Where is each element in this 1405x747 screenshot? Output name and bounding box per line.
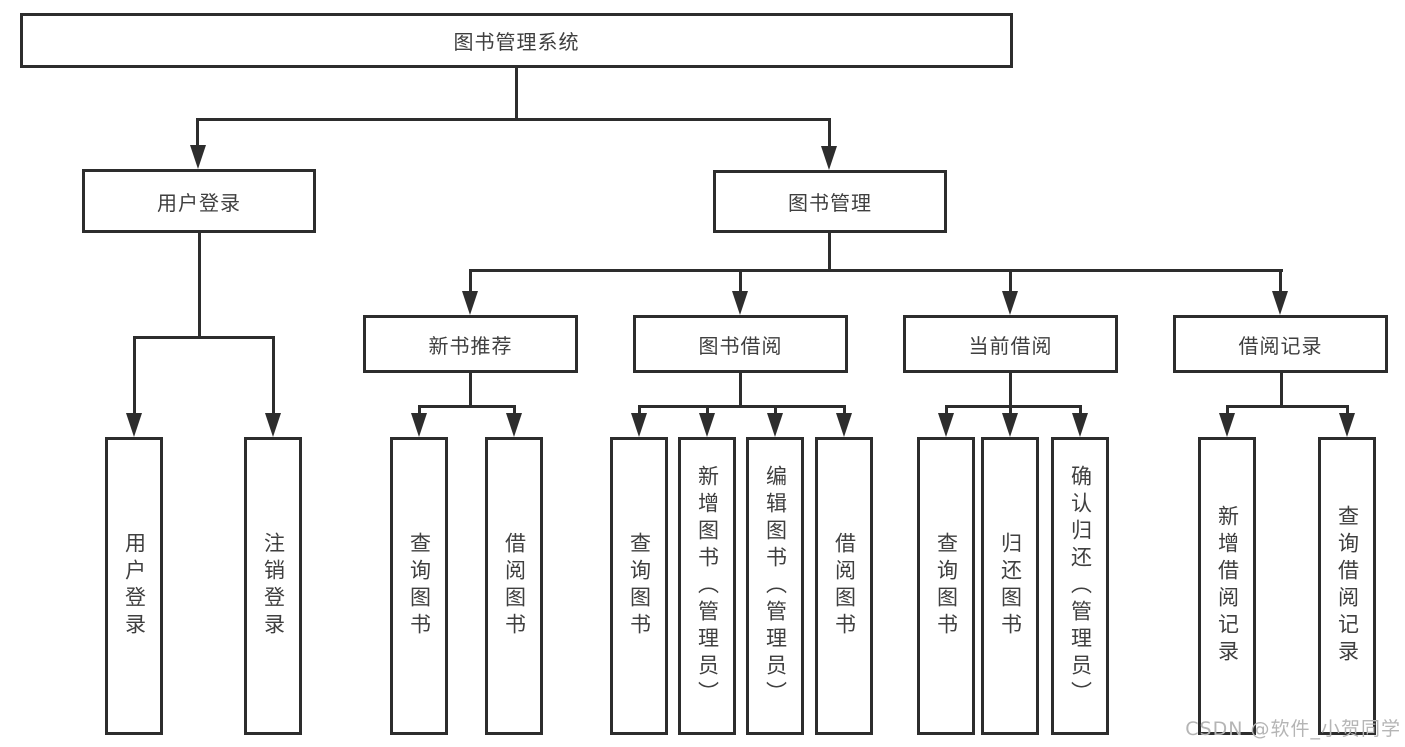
arrow-down-icon [631, 413, 647, 437]
connector-records-down-1 [1226, 405, 1229, 417]
arrow-down-icon [767, 413, 783, 437]
arrow-down-icon [1272, 291, 1288, 315]
leaf-add-borrow-record-label: 新增借阅记录 [1215, 505, 1240, 667]
leaf-query-books-recommend-label: 查询图书 [407, 532, 432, 640]
leaf-query-borrow-record: 查询借阅记录 [1318, 437, 1376, 735]
connector-current-down-1 [945, 405, 948, 417]
arrow-down-icon [1339, 413, 1355, 437]
leaf-return-books: 归还图书 [981, 437, 1039, 735]
node-new-book-recommend: 新书推荐 [363, 315, 578, 373]
node-new-book-recommend-label: 新书推荐 [428, 333, 513, 358]
node-book-management: 图书管理 [713, 170, 947, 233]
leaf-borrow-books-recommend-label: 借阅图书 [502, 532, 527, 640]
node-book-management-system: 图书管理系统 [20, 13, 1013, 68]
arrow-down-icon [1219, 413, 1235, 437]
connector-user-login-down-1 [133, 336, 136, 414]
arrow-down-icon [821, 146, 837, 170]
arrow-down-icon [411, 413, 427, 437]
connector-records-down-2 [1346, 405, 1349, 417]
connector-level3-down-1 [469, 269, 472, 293]
leaf-add-book-admin-label: 新增图书（管理员） [695, 464, 720, 708]
arrow-down-icon [732, 291, 748, 315]
connector-records-split [1226, 405, 1348, 408]
arrow-down-icon [506, 413, 522, 437]
leaf-logout: 注销登录 [244, 437, 302, 735]
connector-level3-down-3 [1009, 269, 1012, 293]
connector-level2-left-stem [196, 118, 199, 148]
connector-level3-split [469, 269, 1283, 272]
leaf-query-borrow-record-label: 查询借阅记录 [1335, 505, 1360, 667]
connector-current-down-3 [1079, 405, 1082, 417]
node-book-borrow: 图书借阅 [633, 315, 848, 373]
leaf-query-books-recommend: 查询图书 [390, 437, 448, 735]
leaf-query-books-current-label: 查询图书 [934, 532, 959, 640]
connector-level2-split [197, 118, 831, 121]
leaf-add-book-admin: 新增图书（管理员） [678, 437, 736, 735]
connector-recommend-down-2 [513, 405, 516, 417]
connector-borrow-down-4 [843, 405, 846, 417]
arrow-down-icon [1002, 413, 1018, 437]
leaf-confirm-return-admin: 确认归还（管理员） [1051, 437, 1109, 735]
connector-level2-right-stem [828, 118, 831, 148]
watermark: CSDN @软件_小贺同学 [1185, 718, 1401, 740]
leaf-borrow-books-borrow-label: 借阅图书 [832, 532, 857, 640]
connector-recommend-down-1 [418, 405, 421, 417]
leaf-query-books-borrow: 查询图书 [610, 437, 668, 735]
connector-borrow-split [638, 405, 846, 408]
connector-user-login-stem [198, 233, 201, 338]
connector-recommend-split [418, 405, 516, 408]
connector-current-split [945, 405, 1082, 408]
connector-user-login-split [133, 336, 275, 339]
node-book-management-system-label: 图书管理系统 [453, 30, 580, 54]
node-book-management-label: 图书管理 [788, 191, 872, 215]
node-borrow-records: 借阅记录 [1173, 315, 1388, 373]
arrow-down-icon [938, 413, 954, 437]
arrow-down-icon [190, 145, 206, 169]
connector-level3-down-4 [1279, 269, 1282, 293]
connector-borrow-down-1 [638, 405, 641, 417]
arrow-down-icon [265, 413, 281, 437]
leaf-logout-label: 注销登录 [261, 532, 286, 640]
leaf-borrow-books-recommend: 借阅图书 [485, 437, 543, 735]
arrow-down-icon [836, 413, 852, 437]
connector-borrow-down-2 [706, 405, 709, 417]
connector-current-down-2 [1009, 405, 1012, 417]
connector-level3-down-2 [739, 269, 742, 293]
leaf-edit-book-admin: 编辑图书（管理员） [746, 437, 804, 735]
node-borrow-records-label: 借阅记录 [1238, 333, 1323, 358]
connector-current-stem [1009, 373, 1012, 408]
arrow-down-icon [1002, 291, 1018, 315]
leaf-query-books-current: 查询图书 [917, 437, 975, 735]
arrow-down-icon [462, 291, 478, 315]
connector-user-login-down-2 [272, 336, 275, 414]
connector-records-stem [1280, 373, 1283, 408]
arrow-down-icon [1072, 413, 1088, 437]
leaf-confirm-return-admin-label: 确认归还（管理员） [1068, 464, 1093, 708]
leaf-borrow-books-borrow: 借阅图书 [815, 437, 873, 735]
connector-borrow-stem [739, 373, 742, 408]
leaf-edit-book-admin-label: 编辑图书（管理员） [763, 464, 788, 708]
node-user-login: 用户登录 [82, 169, 316, 233]
connector-recommend-stem [469, 373, 472, 408]
node-current-borrow: 当前借阅 [903, 315, 1118, 373]
leaf-return-books-label: 归还图书 [998, 532, 1023, 640]
leaf-user-login: 用户登录 [105, 437, 163, 735]
leaf-user-login-label: 用户登录 [122, 532, 147, 640]
arrow-down-icon [126, 413, 142, 437]
connector-borrow-down-3 [774, 405, 777, 417]
leaf-add-borrow-record: 新增借阅记录 [1198, 437, 1256, 735]
leaf-query-books-borrow-label: 查询图书 [627, 532, 652, 640]
node-user-login-label: 用户登录 [157, 190, 241, 215]
connector-root-stem [515, 68, 518, 120]
node-current-borrow-label: 当前借阅 [968, 333, 1053, 358]
connector-book-management-stem [828, 233, 831, 272]
arrow-down-icon [699, 413, 715, 437]
node-book-borrow-label: 图书借阅 [698, 333, 783, 358]
